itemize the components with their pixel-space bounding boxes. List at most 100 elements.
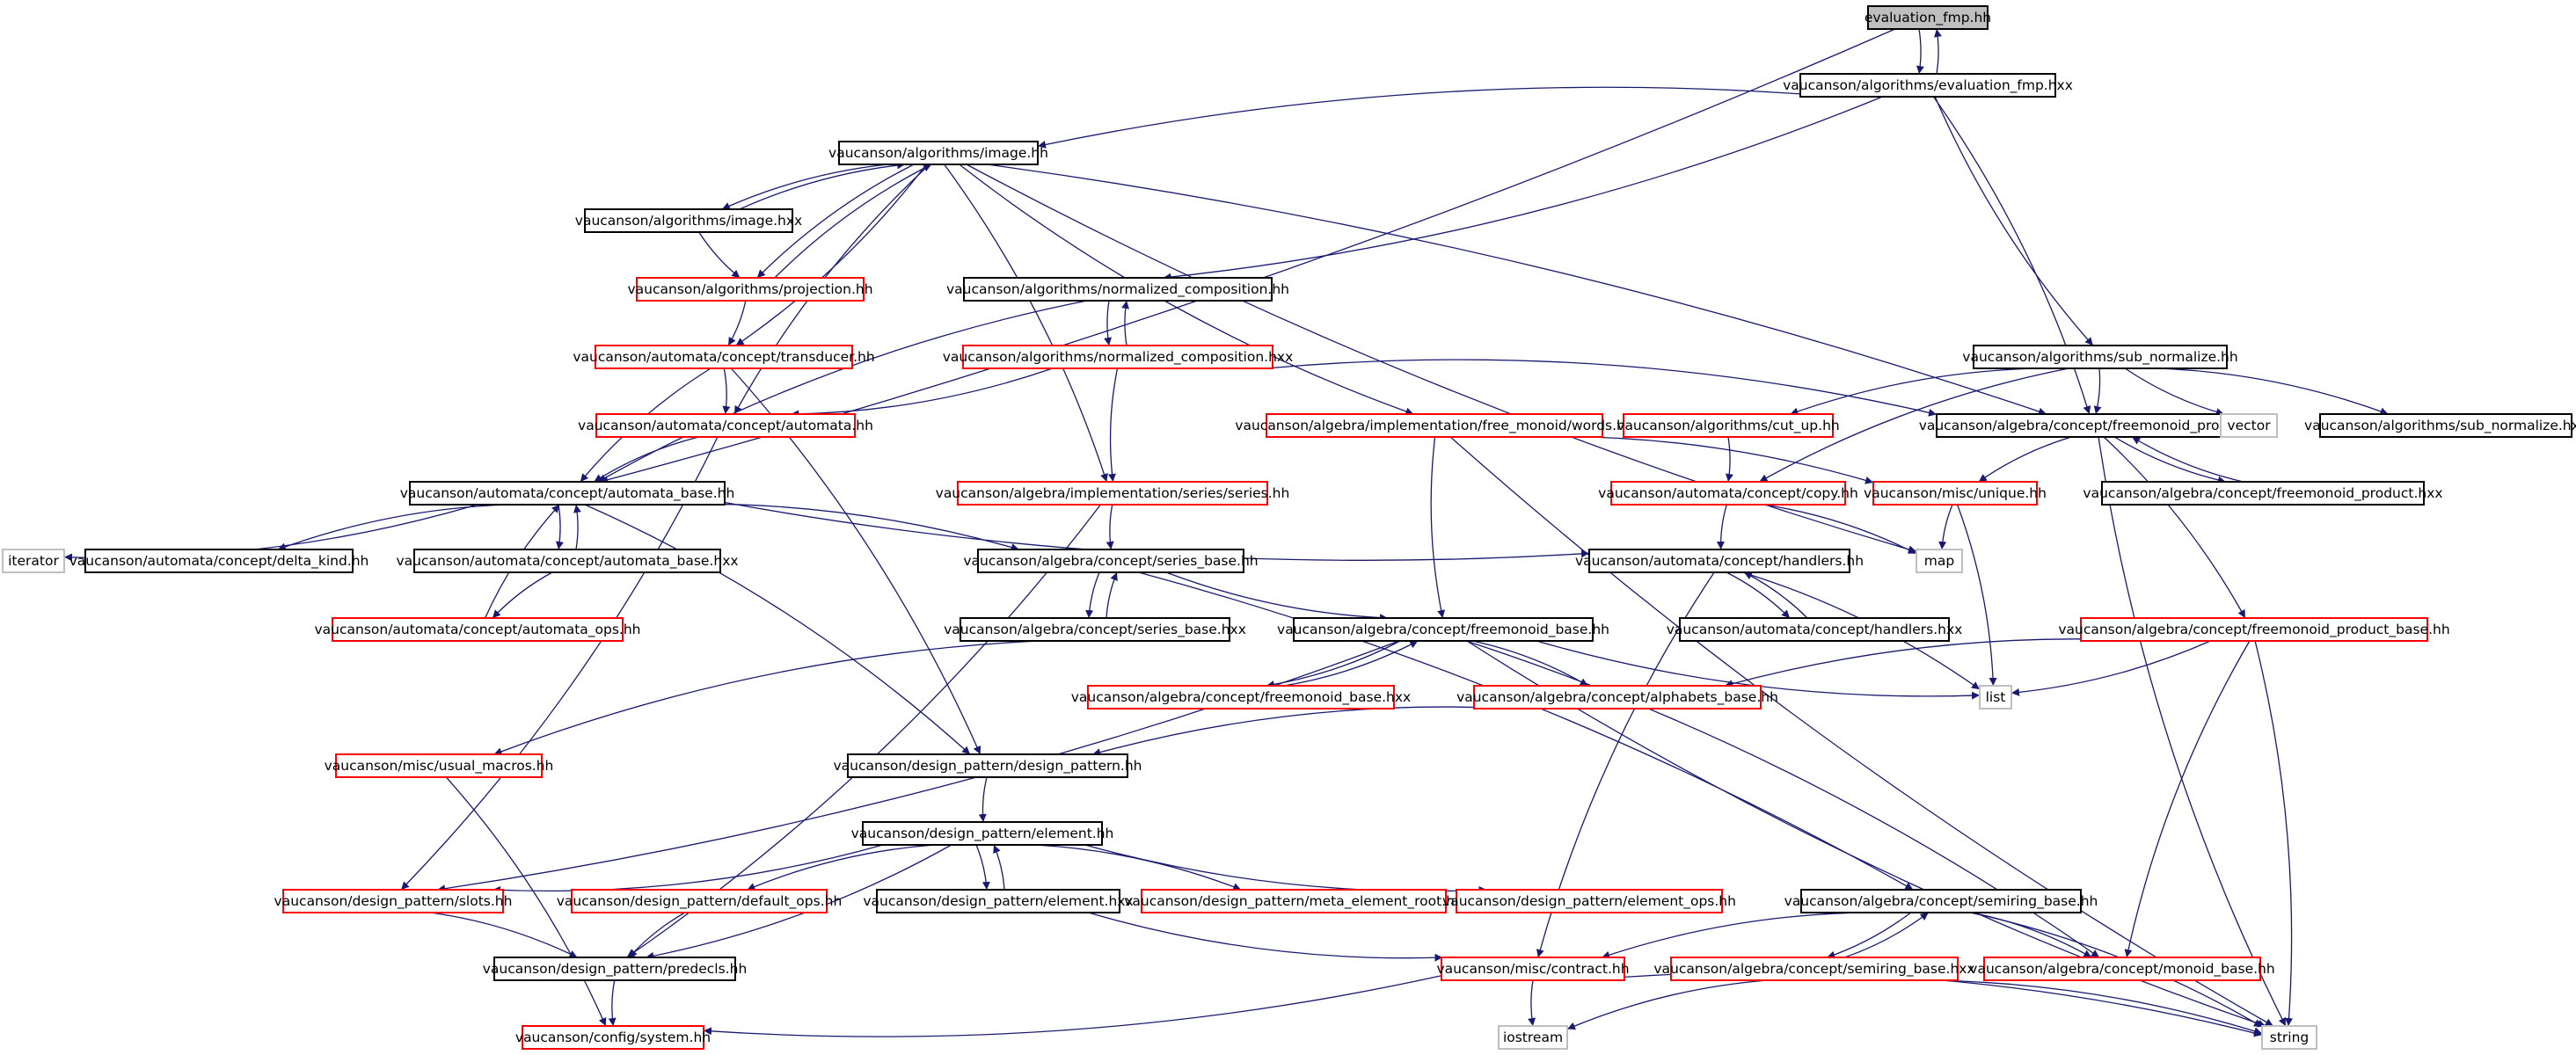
edge-freemonoid_product_base_hh-to-string [2254, 640, 2294, 1027]
node-copy-hh[interactable]: vaucanson/automata/concept/copy.hh [1598, 481, 1858, 506]
node-handlers-hxx[interactable]: vaucanson/automata/concept/handlers.hxx [1667, 617, 1963, 642]
node-handlers-hh[interactable]: vaucanson/automata/concept/handlers.hh [1575, 549, 1864, 573]
edge-semiring_base_hxx-to-iostream [1566, 979, 1768, 1030]
node-label: evaluation_fmp.hh [1864, 10, 1991, 26]
node-box [1588, 549, 1850, 573]
node-projection-hh[interactable]: vaucanson/algorithms/projection.hh [627, 277, 873, 302]
edge-evaluation_fmp_hxx-to-sub_normalize_hh [1934, 96, 2094, 346]
node-box [1456, 889, 1723, 913]
node-iterator[interactable]: iterator [2, 549, 65, 573]
node-contract-hh[interactable]: vaucanson/misc/contract.hh [1436, 957, 1630, 981]
edge-contract_hh-to-iostream [1528, 979, 1536, 1027]
node-iostream[interactable]: iostream [1498, 1025, 1568, 1050]
node-box [584, 208, 793, 233]
node-delta-kind-hh[interactable]: vaucanson/automata/concept/delta_kind.hh [69, 549, 369, 573]
node-box [838, 141, 1039, 165]
node-sub-normalize-hh[interactable]: vaucanson/algorithms/sub_normalize.hh [1962, 345, 2238, 369]
node-string[interactable]: string [2261, 1025, 2317, 1050]
node-automata-ops-hh[interactable]: vaucanson/automata/concept/automata_ops.… [314, 617, 641, 642]
edge-image_hh-to-image_hxx [721, 164, 888, 210]
node-box [636, 277, 865, 302]
node-predecls-hh[interactable]: vaucanson/design_pattern/predecls.hh [483, 957, 748, 981]
edge-image_hh-to-projection_hh [756, 164, 915, 279]
edge-transducer_hh-to-automata_hh [722, 367, 731, 415]
edge-image_hh-to-map [966, 164, 1917, 554]
edge-handlers_hxx-to-handlers_hh [1743, 571, 1808, 619]
node-label: vaucanson/design_pattern/design_pattern.… [834, 758, 1142, 775]
node-norm-comp-hh[interactable]: vaucanson/algorithms/normalized_composit… [946, 277, 1289, 302]
edge-evaluation_fmp_hxx-to-evaluation_fmp_hh [1933, 28, 1942, 75]
node-freemonoid-base-hh[interactable]: vaucanson/algebra/concept/freemonoid_bas… [1277, 617, 1609, 642]
edge-element_hh-to-meta_element_root_hh [1034, 844, 1242, 891]
edge-unique_hh-to-map [1938, 504, 1953, 550]
node-freemonoid-product-base-hh[interactable]: vaucanson/algebra/concept/freemonoid_pro… [2058, 617, 2450, 642]
node-label: vaucanson/algorithms/evaluation_fmp.hxx [1783, 77, 2073, 94]
node-freemonoid-product-hh[interactable]: vaucanson/algebra/concept/freemonoid_pro… [1919, 413, 2272, 438]
edge-sub_normalize_hh-to-freemonoid_product_hh [2093, 367, 2102, 415]
node-box [1679, 617, 1950, 642]
node-freemonoid-base-hxx[interactable]: vaucanson/algebra/concept/freemonoid_bas… [1071, 685, 1411, 709]
node-label: vector [2227, 418, 2271, 433]
node-sub-normalize-hxx[interactable]: vaucanson/algorithms/sub_normalize.hxx [2304, 413, 2576, 438]
edge-evaluation_fmp_hxx-to-image_hh [1037, 86, 1801, 149]
edge-series_base_hxx-to-usual_macros_hh [493, 640, 1040, 756]
node-label: vaucanson/algebra/concept/freemonoid_pro… [2058, 622, 2449, 638]
node-vector[interactable]: vector [2220, 413, 2278, 438]
node-automata-base-hh[interactable]: vaucanson/automata/concept/automata_base… [400, 481, 735, 506]
edge-image_hh-to-transducer_hh [735, 164, 927, 346]
node-box [1979, 685, 2012, 709]
node-box [977, 549, 1244, 573]
edge-element_hh-to-element_hxx [975, 844, 990, 891]
node-box [876, 889, 1120, 913]
node-box [2319, 413, 2572, 438]
edge-copy_hh-to-handlers_hh [1716, 504, 1727, 550]
node-element-ops-hh[interactable]: vaucanson/design_pattern/element_ops.hh [1442, 889, 1736, 913]
node-system-hh[interactable]: vaucanson/config/system.hh [515, 1025, 711, 1050]
node-box [957, 481, 1268, 506]
node-image-hh[interactable]: vaucanson/algorithms/image.hh [828, 141, 1048, 165]
node-label: vaucanson/algebra/implementation/free_mo… [1235, 418, 1633, 434]
node-default-ops-hh[interactable]: vaucanson/design_pattern/default_ops.hh [557, 889, 843, 913]
node-map[interactable]: map [1916, 549, 1963, 573]
node-freemonoid-product-hxx[interactable]: vaucanson/algebra/concept/freemonoid_pro… [2083, 481, 2443, 506]
edge-freemonoid_base_hxx-to-freemonoid_base_hh [1283, 640, 1419, 687]
node-unique-hh[interactable]: vaucanson/misc/unique.hh [1864, 481, 2047, 506]
node-design-pattern-hh[interactable]: vaucanson/design_pattern/design_pattern.… [834, 753, 1142, 778]
node-evaluation-fmp-hxx[interactable]: vaucanson/algorithms/evaluation_fmp.hxx [1783, 73, 2073, 98]
node-image-hxx[interactable]: vaucanson/algorithms/image.hxx [575, 208, 802, 233]
edge-contract_hh-to-string [1624, 971, 2263, 1037]
node-semiring-base-hh[interactable]: vaucanson/algebra/concept/semiring_base.… [1784, 889, 2098, 913]
node-words-hh[interactable]: vaucanson/algebra/implementation/free_mo… [1235, 413, 1634, 438]
node-box [1800, 889, 2082, 913]
node-series-base-hh[interactable]: vaucanson/algebra/concept/series_base.hh [963, 549, 1259, 573]
edge-freemonoid_base_hh-to-alphabets_base_hh [1472, 640, 1588, 687]
node-box [282, 889, 504, 913]
node-slots-hh[interactable]: vaucanson/design_pattern/slots.hh [274, 889, 513, 913]
node-box [571, 889, 828, 913]
node-box [595, 345, 853, 369]
node-cut-up-hh[interactable]: vaucanson/algorithms/cut_up.hh [1616, 413, 1840, 438]
node-label: vaucanson/algebra/concept/monoid_base.hh [1969, 961, 2274, 978]
node-monoid-base-hh[interactable]: vaucanson/algebra/concept/monoid_base.hh [1969, 957, 2275, 981]
node-box [1623, 413, 1834, 438]
node-element-hxx[interactable]: vaucanson/design_pattern/element.hxx [863, 889, 1134, 913]
node-element-hh[interactable]: vaucanson/design_pattern/element.hh [851, 821, 1114, 846]
node-meta-element-root-hh[interactable]: vaucanson/design_pattern/meta_element_ro… [1124, 889, 1463, 913]
node-label: vaucanson/algorithms/normalized_composit… [943, 349, 1294, 366]
node-box [1498, 1025, 1568, 1050]
node-series-base-hxx[interactable]: vaucanson/algebra/concept/series_base.hx… [944, 617, 1246, 642]
node-transducer-hh[interactable]: vaucanson/automata/concept/transducer.hh [573, 345, 875, 369]
node-norm-comp-hxx[interactable]: vaucanson/algorithms/normalized_composit… [943, 345, 1294, 369]
node-series-hh[interactable]: vaucanson/algebra/implementation/series/… [936, 481, 1290, 506]
node-alphabets-base-hh[interactable]: vaucanson/algebra/concept/alphabets_base… [1456, 685, 1778, 709]
node-semiring-base-hxx[interactable]: vaucanson/algebra/concept/semiring_base.… [1653, 957, 1975, 981]
node-usual-macros-hh[interactable]: vaucanson/misc/usual_macros.hh [325, 753, 554, 778]
edge-freemonoid_product_base_hh-to-list [2010, 640, 2211, 696]
node-evaluation-fmp-hh[interactable]: evaluation_fmp.hh [1864, 5, 1991, 30]
edge-image_hxx-to-image_hh [739, 161, 906, 210]
edge-freemonoid_product_hxx-to-freemonoid_product_hh [2131, 436, 2244, 483]
node-automata-hh[interactable]: vaucanson/automata/concept/automata.hh [578, 413, 873, 438]
node-list[interactable]: list [1979, 685, 2012, 709]
node-automata-base-hxx[interactable]: vaucanson/automata/concept/automata_base… [396, 549, 739, 573]
edge-sub_normalize_hh-to-copy_hh [1759, 367, 2069, 483]
